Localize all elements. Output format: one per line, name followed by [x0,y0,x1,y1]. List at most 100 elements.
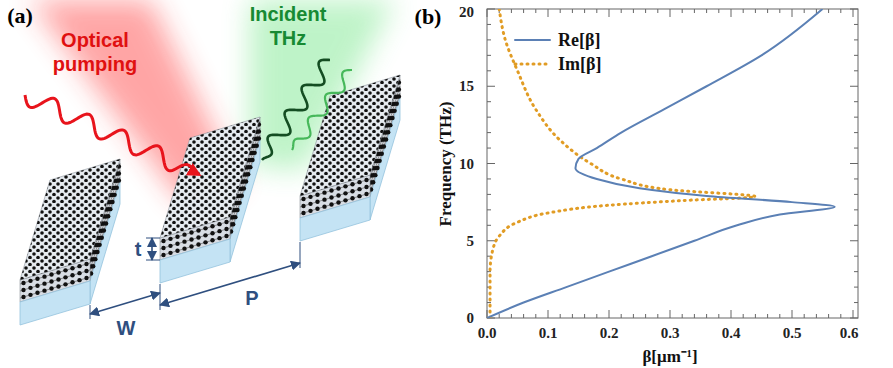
carbon-atom [189,230,193,234]
x-tick [731,9,732,17]
tick-label: 0.3 [661,325,680,342]
carbon-atom [93,257,97,261]
carbon-atom [42,274,46,278]
carbon-atom [77,264,81,268]
thz-wave [262,60,330,160]
y-tick [850,163,858,164]
carbon-atom [35,291,39,295]
carbon-atom [308,195,312,199]
x-tick [511,9,512,13]
carbon-atom [224,234,228,238]
carbon-atom [322,190,326,194]
extension-line [160,284,161,310]
carbon-atom [350,189,354,193]
x-tick [682,314,683,318]
layer-line [20,277,90,298]
tick-label: 0.5 [783,325,802,342]
tick-label: 0.0 [478,325,497,342]
carbon-atom [63,268,67,272]
carbon-atom [189,244,193,248]
carbon-atom [56,277,60,281]
carbon-atom [242,186,246,190]
x-tick [816,314,817,318]
carbon-atom [217,236,221,240]
y-tick [487,39,491,40]
carbon-atom [108,207,112,211]
x-tick [792,310,793,318]
carbon-atom [308,209,312,213]
carbon-atom [371,180,375,184]
x-tick [816,9,817,13]
x-tick [499,314,500,318]
x-tick [633,314,634,318]
x-tick [657,314,658,318]
x-tick [755,314,756,318]
carbon-atom [115,186,119,190]
carbon-atom [308,202,312,206]
extension-line [146,238,160,239]
legend-line-sample [515,39,550,41]
carbon-atom [168,251,172,255]
y-tick [854,55,858,56]
thickness-arrow [151,238,153,260]
layer-line [300,193,370,214]
y-tick [487,194,491,195]
x-tick [853,9,854,17]
carbon-atom [110,200,114,204]
carbon-atom [246,172,250,176]
carbon-atom [175,249,179,253]
axis-title: β[μm⁻¹] [642,344,697,367]
carbon-atom [84,276,88,280]
carbon-atom [329,202,333,206]
carbon-atom [112,193,116,197]
carbon-atom [217,229,221,233]
x-tick [645,9,646,13]
carbon-atom [364,192,368,196]
carbon-atom [357,194,361,198]
carbon-atom [203,233,207,237]
carbon-atom [250,158,254,162]
x-tick [621,9,622,13]
y-tick [487,163,495,164]
carbon-atom [21,295,25,299]
carbon-atom [63,282,67,286]
carbon-atom [257,136,261,140]
carbon-atom [175,242,179,246]
y-tick [487,70,491,71]
carbon-atom [175,235,179,239]
period-arrow [160,263,300,305]
carbon-atom [390,116,394,120]
carbon-atom [315,193,319,197]
carbon-atom [336,193,340,197]
x-tick [609,9,610,17]
x-tick [670,310,671,318]
carbon-atom [384,137,388,141]
tick-label: 10 [459,155,474,172]
y-tick [854,117,858,118]
y-tick [850,240,858,241]
carbon-atom [196,242,200,246]
y-tick [854,209,858,210]
ribbon-top-lattice [300,75,400,196]
carbon-atom [392,109,396,113]
extension-line [300,242,301,268]
y-tick [487,101,491,102]
carbon-atom [42,288,46,292]
carbon-atom [161,246,165,250]
carbon-atom [235,208,239,212]
carbon-atom [255,144,259,148]
carbon-atom [397,94,401,98]
legend-text: Im[β] [558,54,601,75]
beam-label: Incident THz [242,2,334,50]
carbon-atom [210,231,214,235]
x-tick [743,314,744,318]
y-tick [854,302,858,303]
dimension-marks [90,238,300,319]
im-beta-curve [490,9,755,318]
x-tick [560,314,561,318]
carbon-atom [182,246,186,250]
graphene-ribbon [160,117,261,283]
carbon-atom [49,286,53,290]
